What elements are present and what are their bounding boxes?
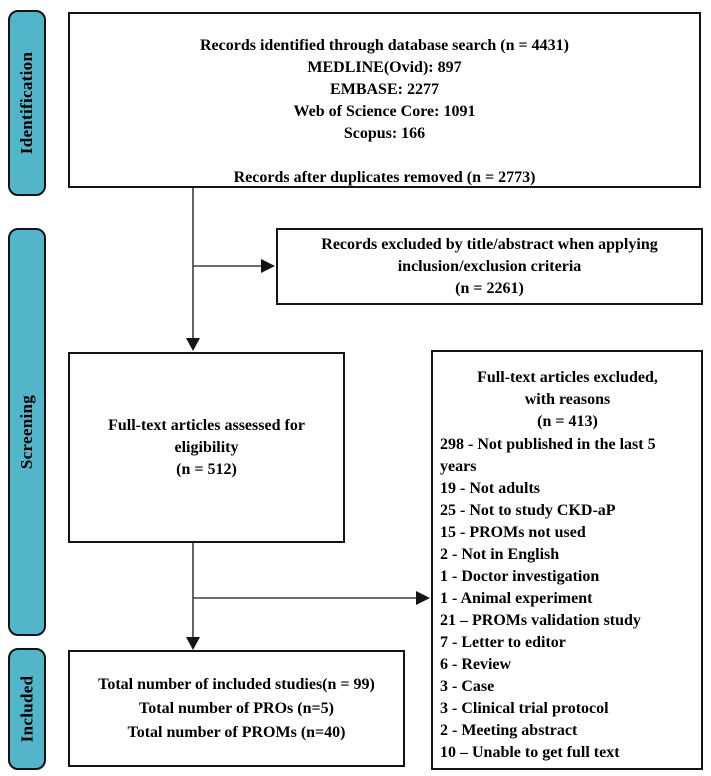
box-line: (n = 512): [176, 460, 237, 478]
box-line: Full-text articles assessed for: [108, 416, 305, 434]
box-line: Web of Science Core: 1091: [293, 103, 476, 120]
exclusion-reason-item: 21 – PROMs validation study: [440, 612, 641, 629]
box-line: Records excluded by title/abstract when …: [321, 235, 658, 253]
box-records-excluded: Records excluded by title/abstract when …: [276, 228, 703, 305]
exclusion-reason-item: 2 - Not in English: [440, 546, 560, 563]
box-records-identified: Records identified through database sear…: [68, 12, 701, 188]
box-line: with reasons: [524, 391, 611, 408]
exclusion-reason-item: 3 - Case: [440, 678, 495, 695]
exclusion-reason-item: 15 - PROMs not used: [440, 524, 586, 541]
box-fulltext-assessed: Full-text articles assessed for eligibil…: [68, 352, 345, 543]
box-line: (n = 2261): [455, 279, 524, 297]
stage-label-included: Included: [8, 648, 46, 770]
stage-label-text: Included: [17, 675, 36, 743]
exclusion-reason-list: 298 - Not published in the last 5 years …: [440, 434, 695, 764]
box-line-spacer: [70, 145, 699, 167]
exclusion-reason-item: 19 - Not adults: [440, 480, 541, 497]
exclusion-reason-item: 1 - Doctor investigation: [440, 568, 600, 585]
box-included-totals: Total number of included studies(n = 99)…: [68, 650, 405, 767]
box-line: Records after duplicates removed (n = 27…: [233, 169, 536, 186]
stage-label-text: Identification: [17, 51, 36, 155]
fulltext-excluded-header: Full-text articles excluded, with reason…: [440, 367, 695, 433]
box-line: Total number of included studies(n = 99): [98, 675, 375, 693]
box-line: inclusion/exclusion criteria: [397, 257, 582, 275]
arrow-assessed-to-included: [186, 543, 200, 650]
exclusion-reason-item: 6 - Review: [440, 656, 512, 673]
arrow-branch-to-records-excluded: [193, 259, 275, 273]
box-line: Full-text articles excluded,: [477, 369, 658, 386]
box-line: (n = 413): [537, 413, 598, 430]
exclusion-reason-item: 3 - Clinical trial protocol: [440, 700, 609, 717]
box-line: EMBASE: 2277: [330, 81, 439, 98]
stage-label-text: Screening: [17, 394, 37, 470]
exclusion-reason-item: 7 - Letter to editor: [440, 634, 566, 651]
exclusion-reason-item: 1 - Animal experiment: [440, 590, 593, 607]
box-line: eligibility: [174, 438, 239, 456]
box-line: Total number of PROMs (n=40): [127, 723, 346, 741]
exclusion-reason-item: 25 - Not to study CKD-aP: [440, 502, 616, 519]
arrow-identified-to-assessed: [186, 188, 200, 351]
box-line: Scopus: 166: [343, 125, 426, 142]
arrow-branch-to-fulltext-excluded: [193, 591, 430, 605]
stage-label-screening: Screening: [8, 228, 46, 636]
box-line: Total number of PROs (n=5): [139, 699, 334, 717]
exclusion-reason-item: 2 - Meeting abstract: [440, 722, 578, 739]
exclusion-reason-item: 10 – Unable to get full text: [440, 744, 620, 761]
box-fulltext-excluded: Full-text articles excluded, with reason…: [431, 350, 703, 770]
box-line: MEDLINE(Ovid): 897: [307, 59, 462, 76]
stage-label-identification: Identification: [8, 10, 46, 196]
exclusion-reason-item: 298 - Not published in the last 5 years: [440, 436, 656, 475]
box-line: Records identified through database sear…: [200, 37, 569, 54]
